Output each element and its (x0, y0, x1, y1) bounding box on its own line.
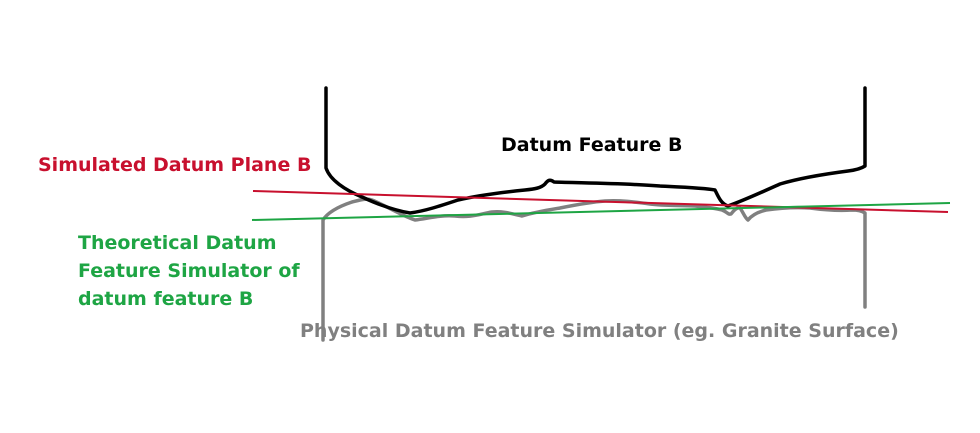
theoretical-simulator-line (251, 202, 951, 221)
simulated-datum-plane-line (252, 190, 949, 213)
theoretical-label-line-3: datum feature B (78, 288, 254, 310)
datum-feature-label: Datum Feature B (501, 134, 683, 156)
theoretical-label-line-2: Feature Simulator of (78, 260, 300, 282)
theoretical-simulator-label: Theoretical Datum Feature Simulator of d… (78, 229, 328, 313)
datum-feature-outline (324, 86, 867, 215)
simulated-datum-plane-label: Simulated Datum Plane B (38, 154, 312, 176)
theoretical-label-line-1: Theoretical Datum (78, 232, 277, 254)
physical-simulator-label: Physical Datum Feature Simulator (eg. Gr… (300, 320, 899, 342)
physical-simulator-outline (321, 197, 867, 342)
